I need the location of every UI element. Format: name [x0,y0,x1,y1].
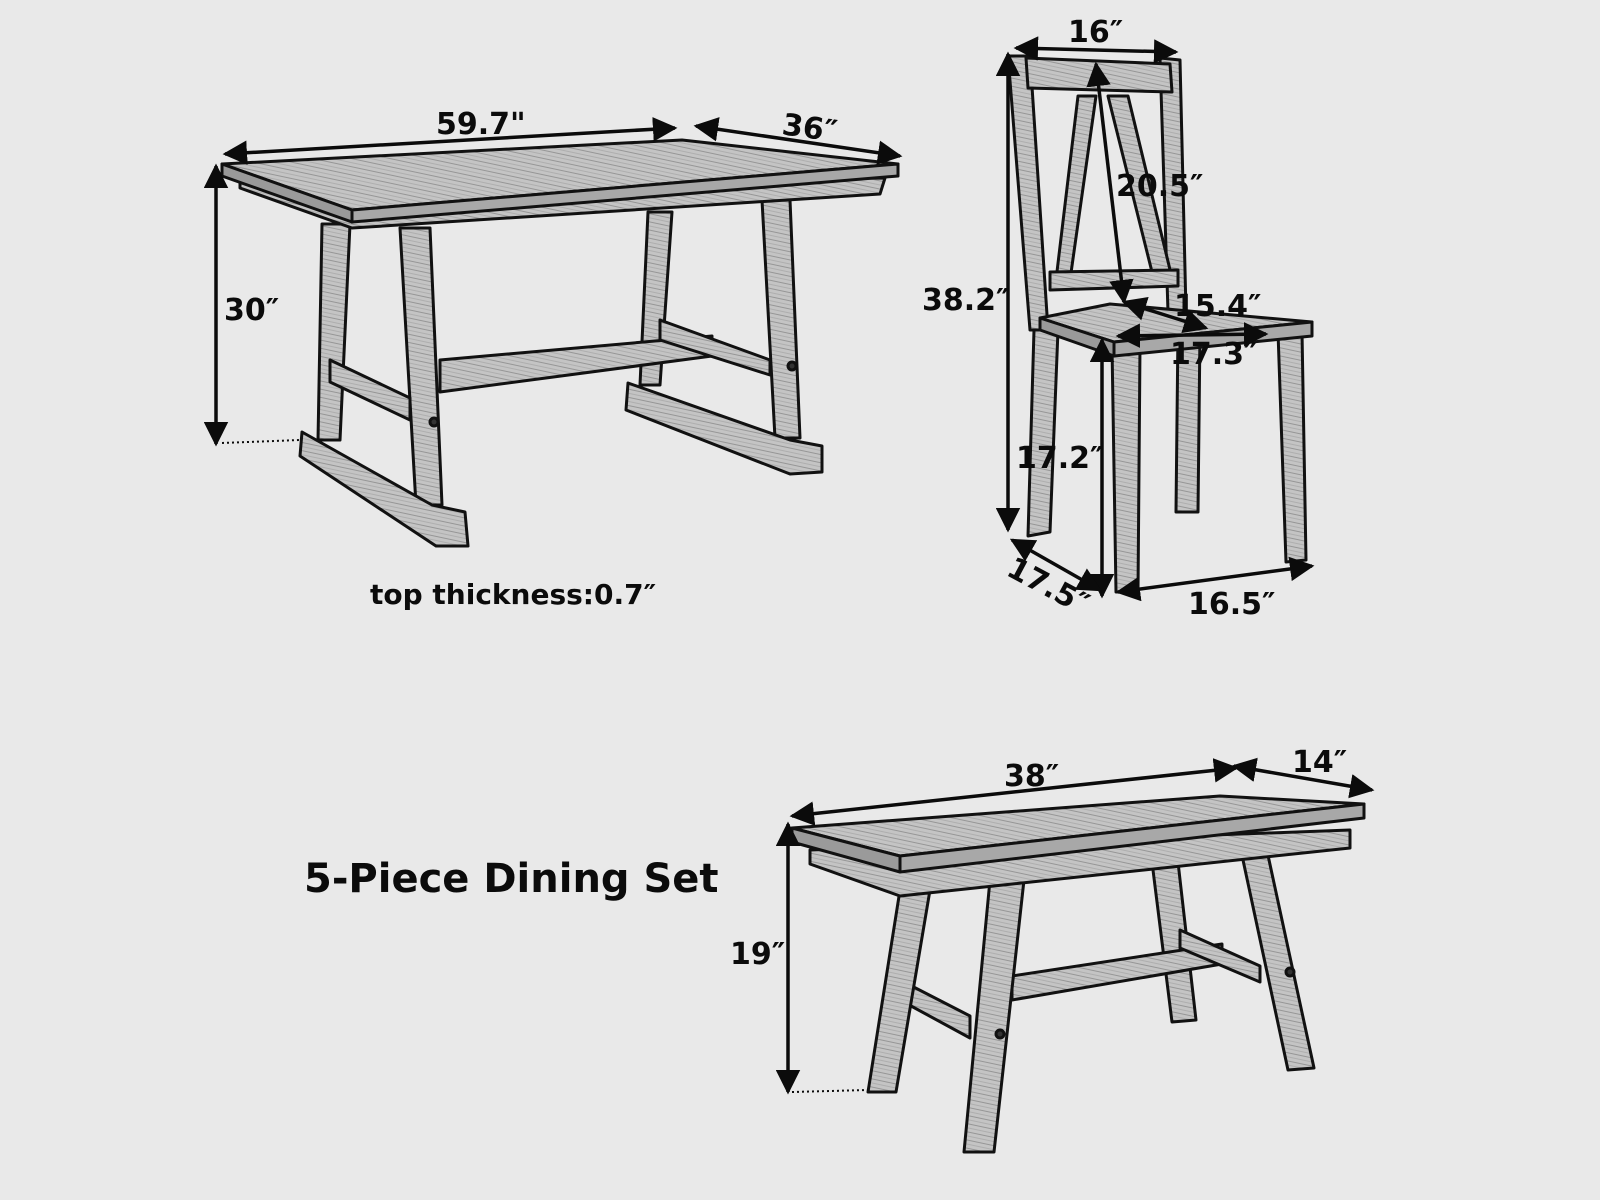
bench-height-label: 19″ [730,937,786,972]
chair-total-height-label: 38.2″ [922,283,1010,318]
bench-drawing [790,794,1366,1154]
table-top-thickness-note: top thickness:0.7″ [370,578,657,611]
set-title: 5-Piece Dining Set [304,856,719,902]
chair-back-width-label: 16″ [1068,15,1124,50]
table-height-label: 30″ [224,293,280,328]
chair-drawing [1006,54,1314,594]
bench-width-label: 14″ [1292,745,1348,780]
chair-seat-height-label: 17.2″ [1016,441,1104,476]
chair-back-height-label: 20.5″ [1116,169,1204,204]
chair-base-width-label: 16.5″ [1188,587,1276,622]
bench-length-label: 38″ [1004,759,1060,794]
table-width-label: 36″ [779,107,840,150]
chair-seat-depth-label: 15.4″ [1174,289,1262,324]
dining-table-drawing [220,138,900,548]
chair-seat-width-label: 17.3″ [1170,337,1258,372]
table-length-label: 59.7" [436,107,526,142]
